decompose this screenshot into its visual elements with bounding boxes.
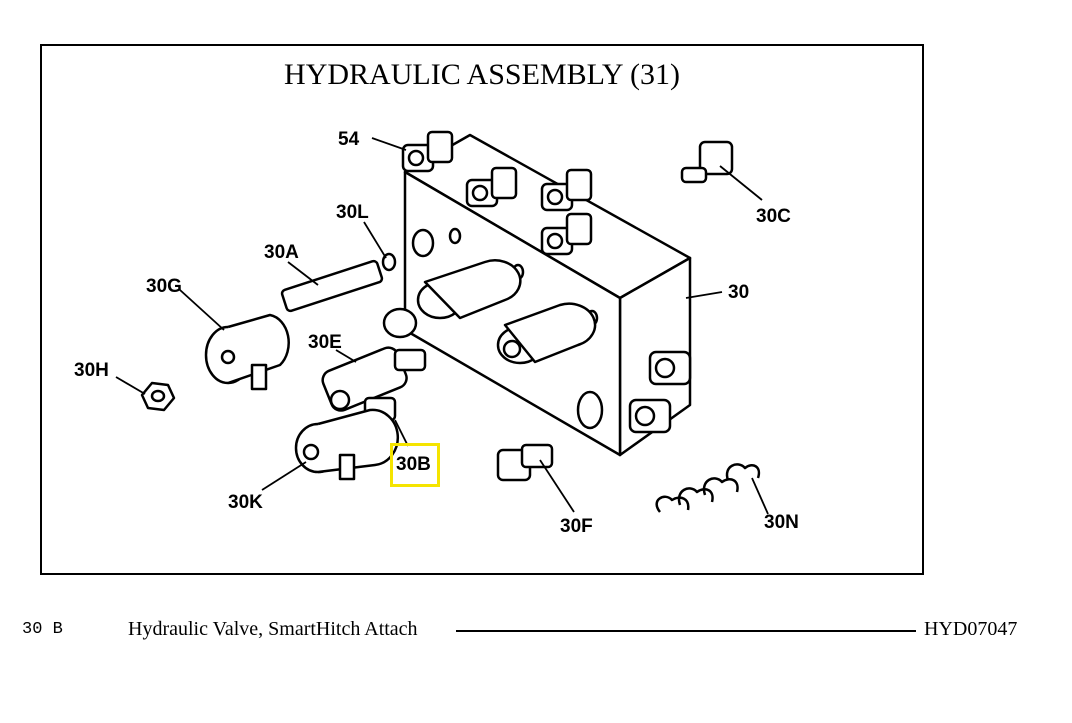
highlighted-callout-box <box>390 443 440 487</box>
part-description: Hydraulic Valve, SmartHitch Attach <box>128 618 418 640</box>
callout-30a: 30A <box>264 242 299 263</box>
part-reference: 30 B <box>22 620 63 639</box>
coil-30g <box>204 313 290 391</box>
callout-30n: 30N <box>764 512 799 533</box>
leader-line <box>456 630 916 632</box>
coil-30k <box>294 408 400 481</box>
callout-30b: 30B <box>396 454 431 475</box>
diagram-frame: HYDRAULIC ASSEMBLY (31) <box>40 44 924 575</box>
hydraulic-assembly-drawing: 54 30L 30A 30G 30H 30E 30B 30K 30F 30C 3… <box>74 129 799 537</box>
solenoid-valves <box>382 259 597 365</box>
callout-30e: 30E <box>308 332 342 353</box>
side-fittings <box>628 350 692 434</box>
diagram-title: HYDRAULIC ASSEMBLY (31) <box>284 58 680 91</box>
callout-labels: 54 30L 30A 30G 30H 30E 30B 30K 30F 30C 3… <box>74 129 799 537</box>
callout-30h: 30H <box>74 360 109 381</box>
callout-30f: 30F <box>560 516 593 537</box>
callout-30g: 30G <box>146 276 182 297</box>
part-number: HYD07047 <box>924 618 1018 640</box>
clips-30n <box>655 463 761 513</box>
top-fittings <box>401 130 593 256</box>
nut-30h <box>140 381 176 412</box>
leader-lines <box>115 137 769 515</box>
callout-30k: 30K <box>228 492 263 513</box>
fitting-30f <box>496 443 554 482</box>
callout-30: 30 <box>728 282 749 303</box>
callout-54: 54 <box>338 129 360 150</box>
cartridge-30a <box>280 252 397 313</box>
part-footer: 30 B Hydraulic Valve, SmartHitch Attach … <box>0 612 1072 652</box>
callout-30c: 30C <box>756 206 791 227</box>
callout-30l: 30L <box>336 202 369 223</box>
plug-30c <box>680 140 734 184</box>
